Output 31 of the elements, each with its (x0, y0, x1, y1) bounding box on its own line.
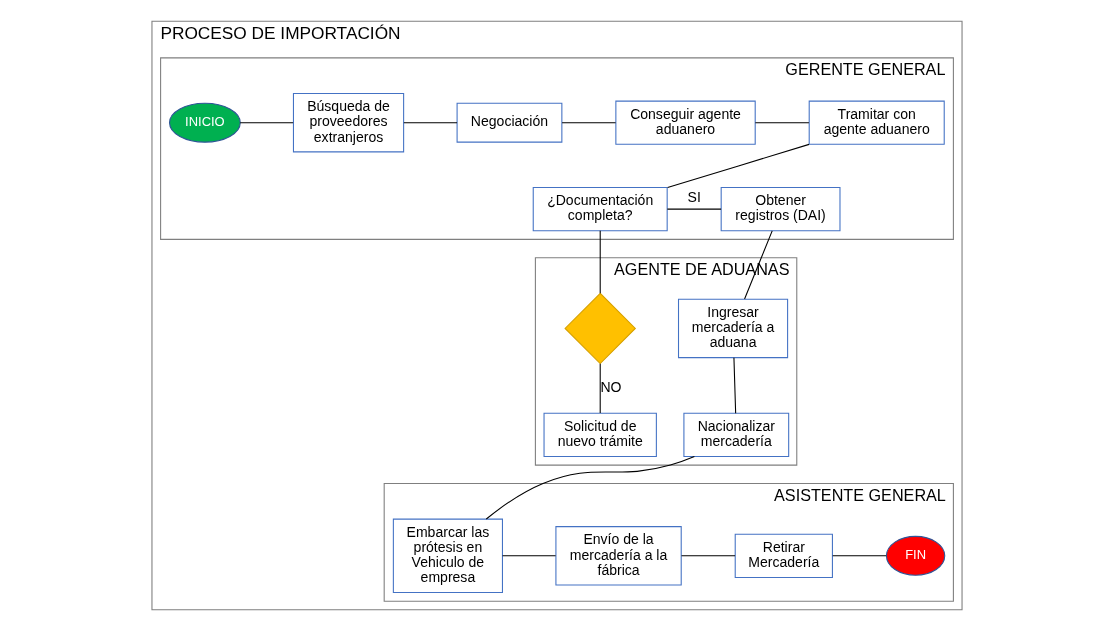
node-box: Tramitar con agente aduanero (808, 100, 945, 145)
connector (743, 230, 773, 300)
node-box: Ingresar mercadería a aduana (677, 298, 788, 359)
connector (666, 143, 810, 189)
connector (831, 555, 887, 557)
edge-label: NO (599, 379, 622, 396)
node-box: Envío de la mercadería a la fábrica (554, 526, 682, 586)
node-box: Retirar Mercadería (734, 533, 833, 578)
node-box: Búsqueda de proveedores extranjeros (292, 93, 404, 153)
node-box: ¿Documentación completa? (532, 186, 668, 232)
node-box: Conseguir agente aduanero (614, 100, 756, 145)
connector (754, 122, 809, 124)
connector (599, 363, 601, 414)
node-box: Negociación (456, 102, 562, 143)
node-box: Embarcar las prótesis en Vehiculo de empresa (392, 518, 503, 594)
node-box: Solicitud de nuevo trámite (543, 412, 657, 457)
connector (599, 230, 601, 294)
connector (561, 122, 616, 124)
node-ellipse: FIN (885, 535, 945, 576)
connector (485, 455, 695, 520)
node-box: Obtener registros (DAI) (720, 186, 841, 232)
connector (732, 357, 736, 414)
node-diamond (563, 292, 636, 365)
edge-label: SI (687, 188, 701, 205)
connector (501, 555, 556, 557)
connector (239, 122, 294, 124)
connector (680, 555, 736, 557)
node-ellipse: INICIO (168, 102, 241, 143)
connector (666, 208, 722, 210)
connector (402, 122, 458, 124)
node-box: Nacionalizar mercadería (682, 412, 789, 457)
